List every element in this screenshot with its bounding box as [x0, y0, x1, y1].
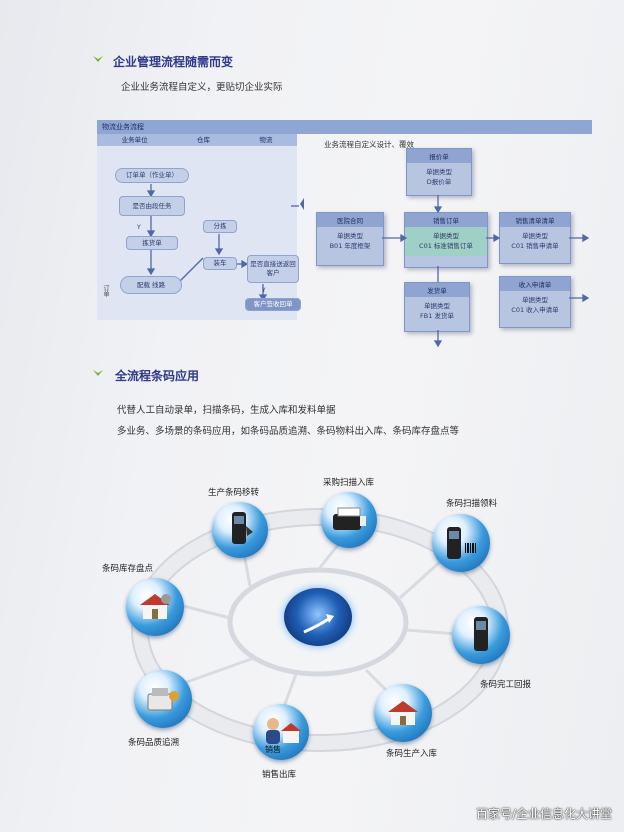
flow-column: 仓库 [196, 136, 210, 144]
panel-title: 销售清单清单 [500, 213, 570, 227]
panel-delivery: 发货单 单据类型 FB1 发货单 [404, 282, 470, 332]
sales-icon [253, 704, 309, 760]
panel-line: C01 收入申请单 [511, 306, 559, 315]
flow-node-dist: 配载 线路 [120, 276, 182, 294]
node-label-completion: 条码完工回报 [480, 680, 532, 690]
section-desc-line: 多业务、多场景的条码应用，如条码品质追溯、条码物料出入库、条码库存盘点等 [117, 426, 460, 437]
panel-line: C01 销售申请单 [511, 242, 559, 251]
flow-header-title: 物流业务流程 [102, 123, 144, 131]
node-inner-label-sales: 销售 [265, 745, 281, 754]
scanner-icon [212, 502, 268, 558]
handheld-terminal-icon [232, 512, 253, 544]
panel-line: 单据类型 [426, 168, 452, 176]
panel-line: C01 标准销售订单 [419, 242, 473, 251]
flow-columns: 业务单位 仓库 物流 [97, 134, 297, 146]
panel-line: B01 年度框架 [329, 242, 371, 251]
node-label-inventory: 条码库存盘点 [102, 564, 154, 574]
section-title: 企业管理流程随需而变 [113, 55, 234, 69]
flow-column: 业务单位 [121, 136, 148, 144]
panel-title: 报价单 [407, 149, 471, 163]
node-label-sales-out: 销售出库 [262, 770, 297, 780]
handheld-barcode-icon [447, 527, 476, 559]
panel-title: 收入申请单 [500, 277, 570, 291]
panel-line: FB1 发货单 [420, 312, 454, 321]
scanner-icon [452, 606, 510, 664]
flow-node-confirm: 是否直接送返回客户 [247, 255, 299, 283]
node-label-quality: 条码品质追溯 [128, 738, 180, 748]
watermark: 百家号/企业信息化大讲堂 [475, 807, 612, 821]
handheld-terminal-icon [474, 617, 488, 651]
panel-line: 单据类型 [522, 296, 548, 304]
panel-line: 单据类型 [424, 302, 450, 310]
flow-node-check: 是否由段任务 [119, 196, 185, 216]
section-title: 全流程条码应用 [115, 369, 200, 383]
warehouse-icon [126, 578, 184, 636]
panel-line: 单据类型 [433, 232, 459, 240]
globe-arrow-icon [303, 614, 334, 634]
flow-node-load: 装车 [203, 257, 237, 270]
flow-node-pick: 拣货单 [126, 236, 178, 250]
flow-yes-label: Y [262, 287, 266, 294]
flow-node-order: 订单单（作业单） [115, 168, 189, 183]
flow-header-bar [97, 120, 592, 134]
panel-title: 销售订单 [405, 213, 487, 227]
node-label-production-in: 条码生产入库 [386, 749, 438, 759]
panel-sales-return: 销售清单清单 单据类型 C01 销售申请单 [499, 212, 571, 264]
section-subtitle: 企业业务流程自定义，更贴切企业实际 [121, 82, 283, 93]
globe-icon [284, 588, 352, 646]
panel-sales-order: 销售订单 单据类型 C01 标准销售订单 [404, 212, 488, 268]
house-icon [388, 701, 418, 725]
flow-connectors [146, 184, 299, 302]
panel-purchase-order: 报价单 单据类型 D报价单 [406, 148, 472, 196]
flow-right-title: 业务流程自定义设计、覆效 [324, 140, 414, 149]
section-desc-line: 代替人工自动录单，扫描条码，生成入库和发料单据 [117, 405, 336, 416]
house-icon [140, 594, 171, 619]
flow-column: 物流 [259, 136, 273, 144]
panel-line: 单据类型 [522, 232, 548, 240]
section-bullet-icon [93, 56, 103, 62]
warehouse-icon [374, 684, 432, 742]
flow-node-split: 分拣 [203, 220, 237, 233]
salesperson-house-icon [266, 718, 301, 744]
node-label-transfer: 生产条码移转 [208, 488, 260, 498]
panel-connectors [300, 195, 590, 348]
machine-icon [147, 688, 179, 711]
panel-receive: 收入申请单 单据类型 C01 收入申请单 [499, 276, 571, 328]
node-label-purchase-in: 采购扫描入库 [323, 478, 375, 488]
printer-icon [321, 492, 377, 548]
node-label-pick-material: 条码扫描领料 [446, 499, 498, 509]
barcode-printer-icon [333, 507, 366, 530]
flow-side-label: 订单 [102, 285, 109, 297]
scanner-icon [432, 514, 490, 572]
flow-yes-label: Y [137, 224, 141, 231]
panel-title: 发货单 [405, 283, 469, 297]
panel-line: D报价单 [426, 178, 452, 187]
quality-icon [134, 670, 192, 728]
panel-contract: 医院合同 单据类型 B01 年度框架 [316, 212, 384, 266]
panel-title: 医院合同 [317, 213, 383, 227]
flow-node-sign: 客户签收回单 [245, 298, 301, 311]
section-bullet-icon [93, 370, 103, 376]
panel-line: 单据类型 [337, 232, 363, 240]
